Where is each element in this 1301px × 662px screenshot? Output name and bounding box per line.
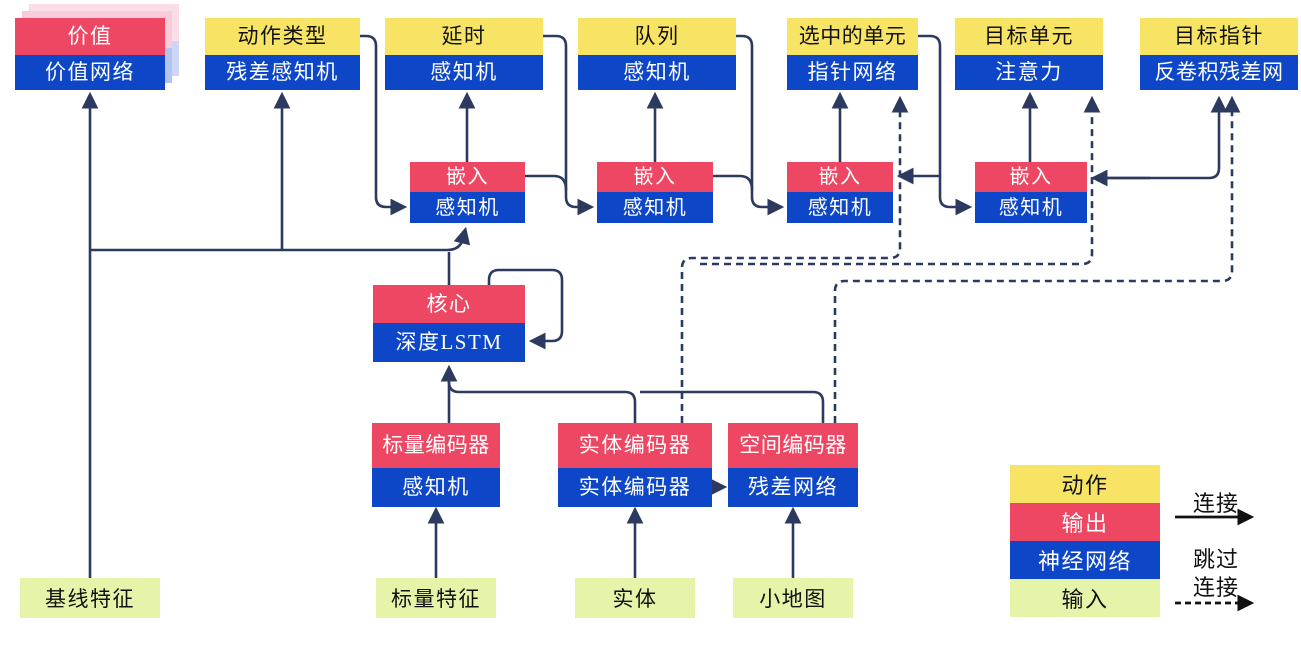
node-entity-encoder-output: 实体编码器 bbox=[558, 423, 712, 468]
line-queue-to-embed3 bbox=[736, 34, 785, 216]
line-entityencoder-merge bbox=[447, 381, 637, 423]
node-embed-2: 嵌入 感知机 bbox=[597, 162, 713, 223]
node-entity-encoder: 实体编码器 实体编码器 bbox=[558, 423, 712, 507]
node-embed-4-output: 嵌入 bbox=[975, 162, 1087, 192]
node-target-unit-network: 注意力 bbox=[955, 55, 1103, 90]
node-target-pointer-action: 目标指针 bbox=[1140, 18, 1298, 55]
node-scalar-encoder: 标量编码器 感知机 bbox=[372, 423, 500, 507]
node-embed-4: 嵌入 感知机 bbox=[975, 162, 1087, 223]
node-queue-action: 队列 bbox=[578, 18, 736, 55]
node-action-type: 动作类型 残差感知机 bbox=[205, 18, 360, 90]
node-target-pointer: 目标指针 反卷积残差网 bbox=[1140, 18, 1298, 90]
node-selected-units-network: 指针网络 bbox=[787, 55, 918, 90]
legend-connection-label: 连接 bbox=[1192, 491, 1239, 516]
legend-action-swatch: 动作 bbox=[1010, 465, 1160, 503]
node-spatial-encoder-output: 空间编码器 bbox=[728, 423, 858, 468]
node-selected-units: 选中的单元 指针网络 bbox=[787, 18, 918, 90]
node-embed-3-network: 感知机 bbox=[787, 192, 893, 223]
node-embed-1: 嵌入 感知机 bbox=[410, 162, 525, 223]
node-scalar-encoder-network: 感知机 bbox=[372, 468, 500, 507]
line-embed1-to-embed2-merge bbox=[525, 174, 568, 191]
node-core: 核心 深度LSTM bbox=[373, 285, 525, 362]
node-embed-3-output: 嵌入 bbox=[787, 162, 893, 192]
node-spatial-encoder: 空间编码器 残差网络 bbox=[728, 423, 858, 507]
line-core-trunk-to-embed1 bbox=[90, 226, 471, 252]
node-spatial-encoder-network: 残差网络 bbox=[728, 468, 858, 507]
node-entities: 实体 bbox=[575, 578, 695, 618]
legend-skip-label-2: 连接 bbox=[1192, 575, 1239, 600]
node-target-pointer-network: 反卷积残差网 bbox=[1140, 55, 1298, 90]
node-embed-4-network: 感知机 bbox=[975, 192, 1087, 223]
node-target-unit-action: 目标单元 bbox=[955, 18, 1103, 55]
node-core-output: 核心 bbox=[373, 285, 525, 323]
node-delay-network: 感知机 bbox=[385, 55, 543, 90]
node-minimap: 小地图 bbox=[733, 578, 853, 618]
node-core-network: 深度LSTM bbox=[373, 323, 525, 362]
line-delay-to-embed2 bbox=[543, 34, 595, 216]
node-action-type-action: 动作类型 bbox=[205, 18, 360, 55]
legend-input-swatch: 输入 bbox=[1010, 579, 1160, 617]
node-value-network: 价值网络 bbox=[15, 55, 165, 90]
line-spatialencoder-merge bbox=[640, 390, 825, 423]
node-embed-1-network: 感知机 bbox=[410, 192, 525, 223]
node-embed-1-output: 嵌入 bbox=[410, 162, 525, 192]
line-core-self-loop bbox=[487, 268, 564, 350]
node-baseline-features: 基线特征 bbox=[20, 578, 160, 618]
skip-line-spatial-to-deconv bbox=[833, 95, 1241, 423]
node-scalar-features: 标量特征 bbox=[376, 578, 496, 618]
node-scalar-encoder-output: 标量编码器 bbox=[372, 423, 500, 468]
node-delay: 延时 感知机 bbox=[385, 18, 543, 90]
node-queue-network: 感知机 bbox=[578, 55, 736, 90]
line-embed4-to-targetpointer bbox=[1093, 95, 1228, 180]
line-selectedunits-to-embed4 bbox=[918, 34, 973, 216]
node-selected-units-action: 选中的单元 bbox=[787, 18, 918, 55]
node-delay-action: 延时 bbox=[385, 18, 543, 55]
node-target-unit: 目标单元 注意力 bbox=[955, 18, 1103, 90]
legend-output-swatch: 输出 bbox=[1010, 503, 1160, 541]
line-actiontype-to-embed1 bbox=[360, 34, 408, 216]
node-embed-2-output: 嵌入 bbox=[597, 162, 713, 192]
line-embed2-to-embed3-merge bbox=[713, 174, 754, 191]
node-action-type-network: 残差感知机 bbox=[205, 55, 360, 90]
node-embed-3: 嵌入 感知机 bbox=[787, 162, 893, 223]
legend-skip-label-1: 跳过 bbox=[1192, 547, 1239, 572]
node-value: 价值 价值网络 bbox=[15, 18, 165, 90]
node-queue: 队列 感知机 bbox=[578, 18, 736, 90]
skip-line-entity-to-pointer bbox=[680, 95, 909, 423]
node-embed-2-network: 感知机 bbox=[597, 192, 713, 223]
skip-line-entity-to-attention bbox=[700, 95, 1101, 266]
node-value-output: 价值 bbox=[15, 18, 165, 55]
node-entity-encoder-network: 实体编码器 bbox=[558, 468, 712, 507]
legend-network-swatch: 神经网络 bbox=[1010, 541, 1160, 579]
